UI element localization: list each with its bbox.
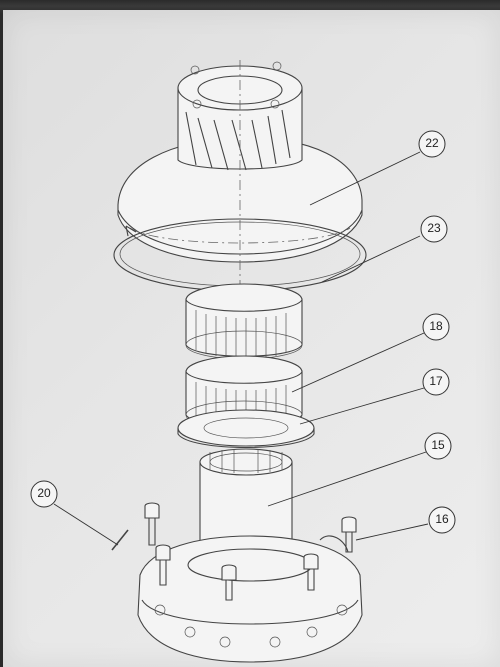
callout-23-label: 23 <box>427 221 441 235</box>
bolt-5 <box>341 516 357 553</box>
callout-20-label: 20 <box>37 486 51 500</box>
callout-22: 22 <box>309 130 446 206</box>
callout-22-label: 22 <box>425 136 439 150</box>
callout-23: 23 <box>321 215 448 283</box>
part-22-hub <box>117 60 363 300</box>
callout-15: 15 <box>267 432 452 507</box>
callout-20: 20 <box>30 480 119 546</box>
bolt-4 <box>303 553 319 591</box>
callout-16: 16 <box>355 506 456 541</box>
part-18-bearing-upper <box>185 283 303 360</box>
callout-18: 18 <box>291 313 450 393</box>
callout-17: 17 <box>299 368 450 425</box>
callout-17-label: 17 <box>429 374 443 388</box>
part-20-pin <box>111 529 129 551</box>
bolt-1 <box>144 502 160 546</box>
part-17-washer <box>177 409 315 448</box>
base-housing <box>137 535 363 663</box>
bolt-2 <box>155 544 171 586</box>
callout-15-label: 15 <box>431 438 445 452</box>
callout-16-label: 16 <box>435 512 449 526</box>
callout-18-label: 18 <box>429 319 443 333</box>
part-16-bolts <box>144 502 357 601</box>
bolt-3 <box>221 564 237 601</box>
